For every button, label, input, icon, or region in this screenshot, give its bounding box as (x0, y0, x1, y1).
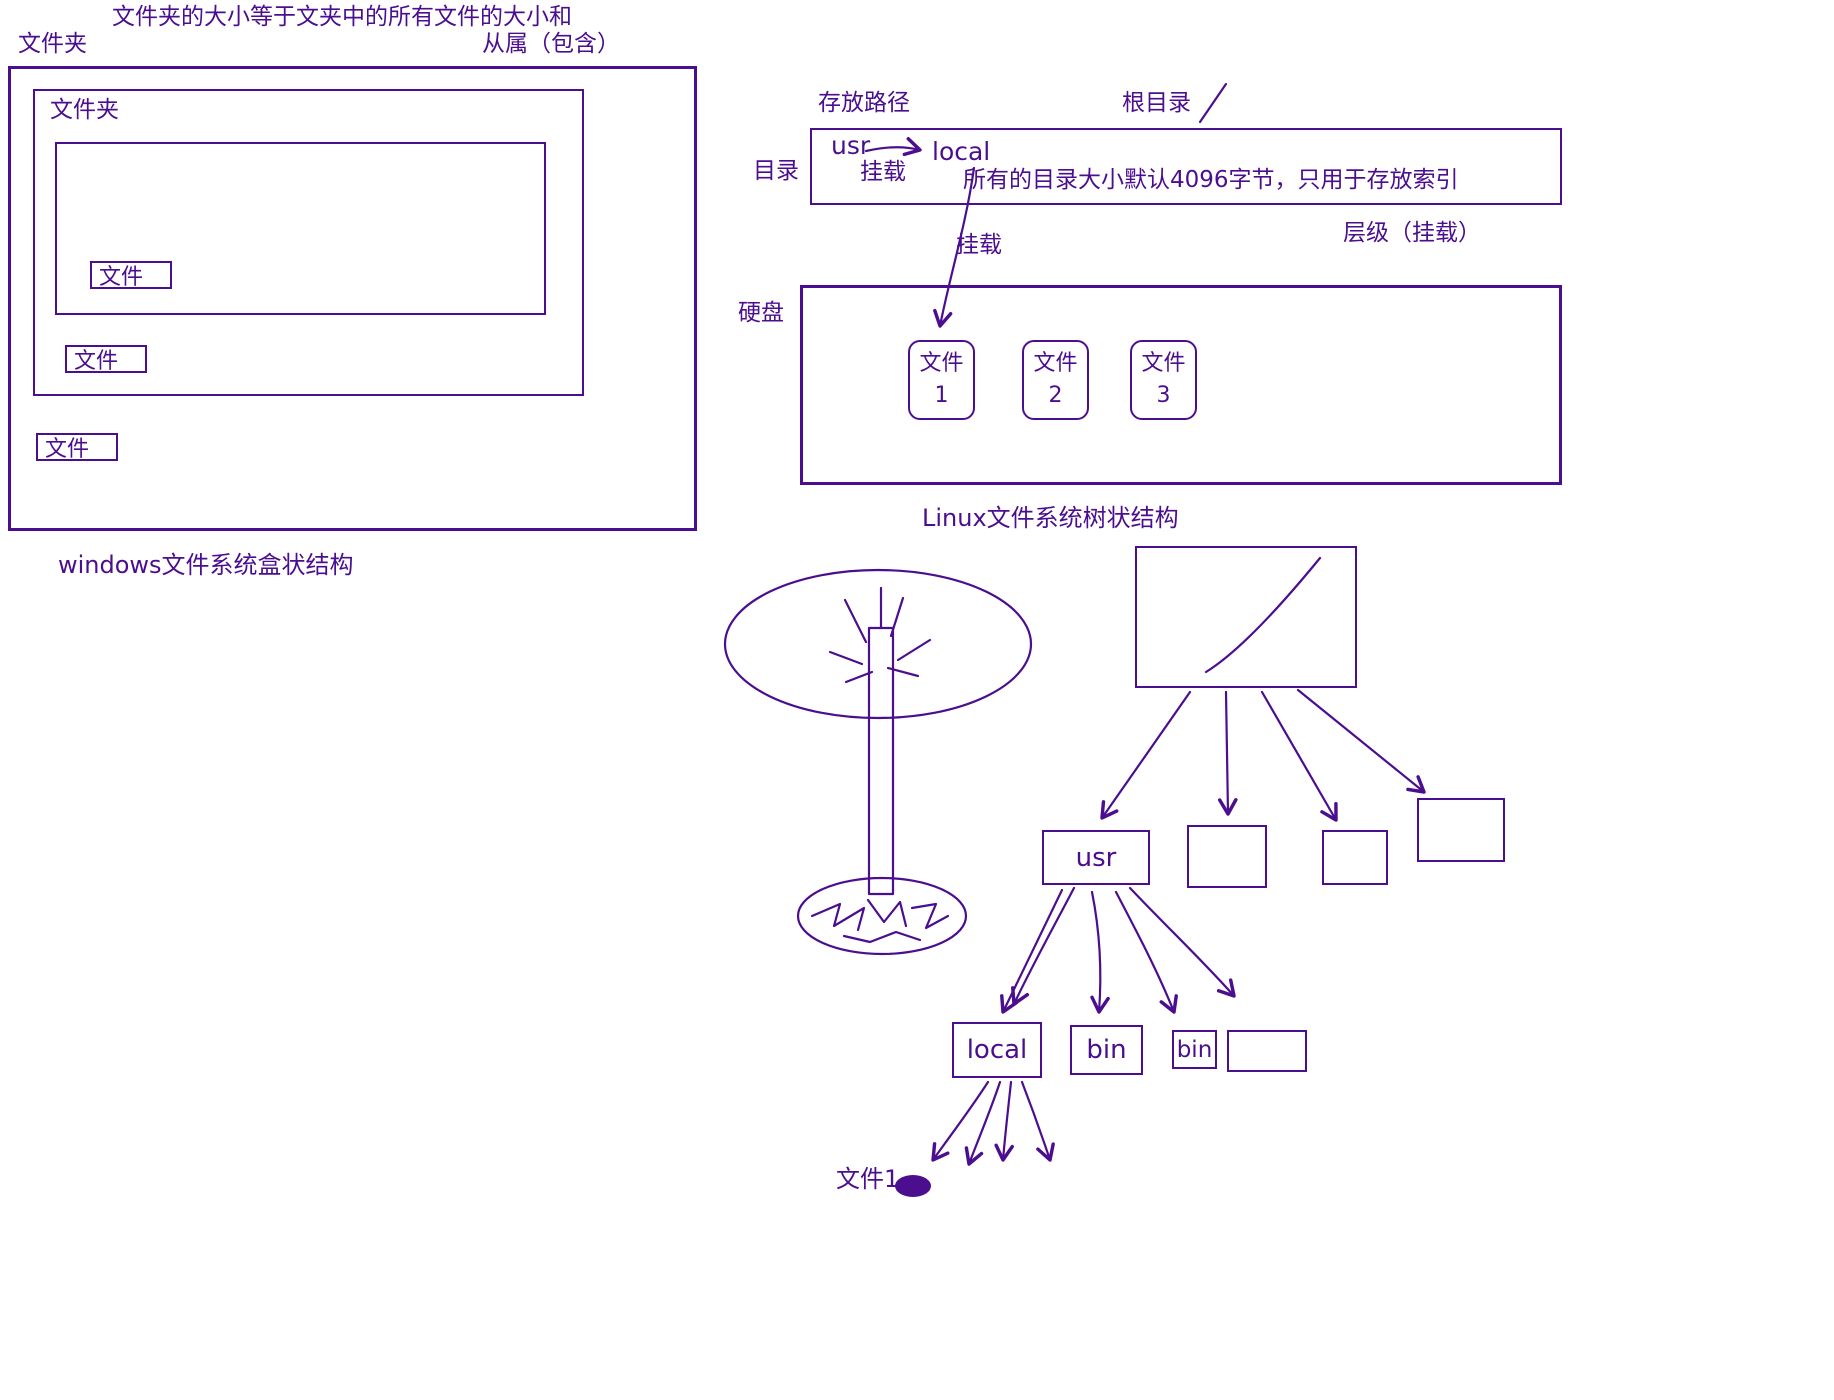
bin-label: bin (1086, 1035, 1127, 1065)
tree-empty-box-2 (1322, 830, 1388, 885)
root-to-child2-arrow (1217, 690, 1238, 816)
rootnode-slash-stroke (1204, 556, 1322, 674)
usr-label: usr (1075, 842, 1117, 873)
linux-directory-box (810, 128, 1562, 205)
usr-node-arrows (1000, 886, 1236, 1014)
file-label: 文件 (74, 349, 119, 374)
tree-canopy (723, 568, 1033, 720)
disk-file-box-1: 文件 1 (908, 340, 975, 420)
windows-caption: windows文件系统盒状结构 (58, 551, 354, 579)
roots-scribble (842, 930, 922, 944)
disk-file-line2: 2 (1048, 383, 1063, 408)
windows-inner-folder-box (55, 142, 546, 315)
tree-empty-box-4 (1227, 1030, 1307, 1072)
tree-local-box: local (952, 1022, 1042, 1078)
windows-file-box-2: 文件 (65, 345, 147, 374)
tree-root-box (1135, 546, 1357, 688)
windows-note: 文件夹的大小等于文夹中的所有文件的大小和 (112, 4, 572, 30)
roots-scribble (910, 902, 950, 930)
windows-folder-label-inner: 文件夹 (50, 97, 119, 123)
linux-mount-label-mid: 挂载 (956, 232, 1002, 258)
root-node-arrows (1100, 688, 1426, 822)
linux-caption: Linux文件系统树状结构 (922, 504, 1179, 532)
disk-file-line1: 文件 (919, 351, 964, 376)
tree-empty-box-3 (1417, 798, 1505, 862)
tree-bin-box-2: bin (1172, 1030, 1217, 1069)
linux-size-note: 所有的目录大小默认4096字节，只用于存放索引 (963, 167, 1459, 193)
canopy-scribble (828, 650, 864, 666)
tree-trunk (867, 626, 895, 896)
linux-usr-label: usr (831, 131, 871, 160)
root-to-usr-arrow (1100, 690, 1192, 820)
windows-middle-folder-box (33, 89, 584, 396)
bin-label: bin (1176, 1036, 1213, 1063)
tree-bin-box-1: bin (1070, 1025, 1143, 1075)
tree-file1-label: 文件1 (836, 1165, 900, 1193)
usr-to-local-tree-arrow (1000, 888, 1064, 1014)
disk-file-line2: 1 (934, 383, 949, 408)
windows-file-box-1: 文件 (90, 261, 172, 290)
root-to-child4-arrow (1296, 688, 1426, 794)
root-slash-stroke (1198, 82, 1228, 124)
roots-scribble (866, 898, 908, 928)
linux-dir-label: 目录 (753, 158, 799, 184)
windows-relation-label: 从属（包含） (482, 31, 620, 57)
linux-disk-box (800, 285, 1562, 485)
file-label: 文件 (99, 265, 144, 290)
linux-path-label: 存放路径 (818, 90, 910, 116)
usr-to-bin1-arrow (1090, 890, 1110, 1014)
file1-dot (895, 1175, 931, 1197)
tree-usr-box: usr (1042, 830, 1150, 885)
tree-empty-box-1 (1187, 825, 1267, 888)
disk-file-line1: 文件 (1141, 351, 1186, 376)
local-child-arrow (1020, 1080, 1055, 1162)
canopy-scribble (844, 670, 874, 684)
tree-sketch (723, 568, 1033, 956)
usr-to-local-arrow (864, 137, 922, 157)
disk-file-line2: 3 (1156, 383, 1171, 408)
mount-arrow (933, 166, 976, 328)
windows-folder-label-outer: 文件夹 (18, 31, 87, 57)
roots-scribble (810, 902, 866, 932)
disk-file-line1: 文件 (1033, 351, 1078, 376)
disk-file-box-3: 文件 3 (1130, 340, 1197, 420)
local-child-arrow (964, 1080, 1002, 1166)
disk-file-box-2: 文件 2 (1022, 340, 1089, 420)
usr-to-bin2-arrow (1114, 890, 1178, 1014)
linux-mount-label-top: 挂载 (860, 159, 906, 185)
local-node-arrows (931, 1080, 1055, 1166)
local-label: local (966, 1035, 1028, 1065)
local-to-file1-arrow (931, 1080, 990, 1162)
linux-local-label: local (932, 137, 991, 166)
usr-to-local-tree-arrow2 (1011, 886, 1076, 1006)
local-child-arrow (994, 1080, 1014, 1162)
linux-level-label: 层级（挂载） (1343, 220, 1481, 246)
canopy-scribble (896, 638, 932, 662)
windows-file-box-3: 文件 (36, 433, 118, 462)
linux-disk-label: 硬盘 (738, 300, 784, 326)
usr-to-child4-arrow (1128, 886, 1236, 998)
tree-roots (796, 876, 968, 956)
windows-outer-folder-box (8, 66, 697, 531)
root-to-child3-arrow (1260, 690, 1338, 822)
linux-root-label: 根目录 (1122, 90, 1191, 116)
canopy-scribble (843, 598, 868, 644)
file-label: 文件 (45, 437, 90, 462)
